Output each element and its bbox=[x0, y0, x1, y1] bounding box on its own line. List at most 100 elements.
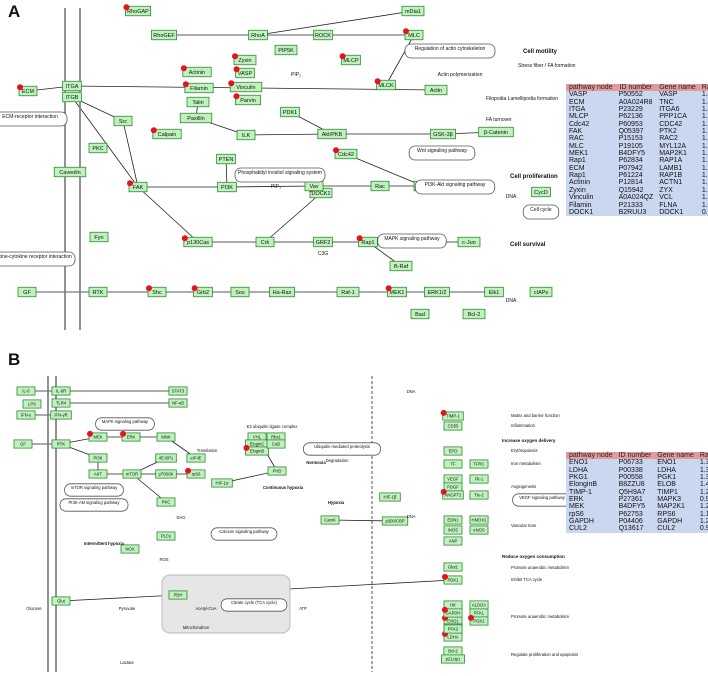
table-b-cell: TIMP-1 bbox=[566, 488, 616, 497]
b-node-pdgf: PDGF bbox=[443, 482, 463, 492]
b-node-hif-1: HIF-1β bbox=[379, 492, 401, 502]
table-b-cell: B4DFY5 bbox=[615, 503, 655, 511]
edge bbox=[345, 153, 424, 187]
table-b-header-2: Gene name bbox=[654, 452, 697, 460]
a-node-gsk-3: GSK-3β bbox=[430, 128, 456, 140]
label-cell-cycle-box bbox=[522, 204, 560, 220]
table-b-cell: ENO1 bbox=[654, 459, 697, 467]
svg-text:4E-BP1: 4E-BP1 bbox=[159, 455, 174, 460]
label-dna-a1: DNA bbox=[506, 194, 517, 200]
label-pi3k-akt-box bbox=[414, 179, 496, 195]
label-b-dag: DAG bbox=[176, 515, 185, 520]
table-b-cell: 0.95 bbox=[696, 525, 708, 533]
b-node-p300-cbp: p300/CBP bbox=[381, 516, 409, 526]
b-node-angpt2: ANGPT2 bbox=[440, 488, 464, 500]
label-pi3k-akt: PI3K-Akt signaling pathway bbox=[425, 182, 486, 188]
label-b-atp: ATP bbox=[299, 606, 307, 611]
label-pip3: PIP₃ bbox=[271, 184, 281, 190]
b-node-rps6: rpS6 bbox=[185, 467, 206, 479]
panel-a-label: A bbox=[8, 2, 21, 21]
svg-text:Bcl-2: Bcl-2 bbox=[468, 312, 481, 318]
svg-text:Cul2: Cul2 bbox=[272, 441, 281, 446]
svg-text:p300/CBP: p300/CBP bbox=[385, 518, 404, 523]
table-b-cell: P06733 bbox=[615, 459, 655, 467]
table-b-cell: PGK1 bbox=[654, 474, 697, 482]
b-node-stat3: STAT3 bbox=[168, 386, 188, 396]
table-b-cell: ENO1 bbox=[566, 459, 616, 467]
table-b-cell: P62753 bbox=[615, 510, 655, 519]
label-b-mitochondrion: Mitochondrion bbox=[183, 625, 210, 630]
table-a-cell: VASP bbox=[656, 91, 699, 99]
svg-text:HIF-1β: HIF-1β bbox=[384, 494, 397, 499]
label-cell-survival: Cell survival bbox=[510, 242, 546, 248]
label-b-pi3k-akt-box bbox=[59, 498, 129, 512]
svg-text:Parvin: Parvin bbox=[240, 98, 256, 104]
edge bbox=[137, 186, 199, 243]
svg-text:ILK: ILK bbox=[242, 133, 251, 139]
expression-marker bbox=[440, 488, 447, 495]
edge bbox=[385, 34, 415, 86]
svg-text:TFRC: TFRC bbox=[473, 461, 484, 466]
b-node-mnk: MNK bbox=[156, 432, 176, 442]
a-node-ha-ras: Ha-Ras bbox=[269, 286, 295, 298]
svg-text:LPS: LPS bbox=[28, 401, 36, 406]
svg-text:VASP: VASP bbox=[238, 71, 253, 77]
b-node-tlr4: TLR4 bbox=[51, 398, 71, 408]
b-node-pdh: PDH bbox=[168, 590, 188, 600]
table-a-cell: DOCK1 bbox=[566, 208, 616, 217]
b-node-inos: iNOS bbox=[443, 525, 463, 535]
table-b-cell: Q5H9A7 bbox=[615, 488, 655, 497]
svg-text:GSK-3β: GSK-3β bbox=[433, 132, 453, 138]
svg-text:Vinculin: Vinculin bbox=[236, 85, 255, 91]
table-a-cell: Rap1 bbox=[566, 172, 616, 180]
label-mapk: MAPK signaling pathway bbox=[384, 236, 440, 242]
svg-text:Glut: Glut bbox=[57, 598, 66, 603]
table-a-cell: PTK2 bbox=[656, 128, 699, 136]
a-node-rhoa: RhoA bbox=[248, 29, 268, 41]
label-wnt: Wnt signaling pathway bbox=[417, 148, 468, 154]
svg-text:Src: Src bbox=[119, 119, 128, 125]
b-node-cul2: Cul2 bbox=[266, 439, 286, 449]
svg-text:PKC: PKC bbox=[92, 146, 103, 152]
label-b-mtor: mTOR signaling pathway bbox=[71, 485, 119, 490]
a-node-erk1-2: ERK1/2 bbox=[424, 286, 450, 298]
svg-text:PDGF: PDGF bbox=[447, 484, 459, 489]
svg-text:PKC: PKC bbox=[162, 499, 171, 504]
svg-text:PGK1: PGK1 bbox=[473, 618, 485, 623]
svg-text:LDHA: LDHA bbox=[447, 634, 458, 639]
table-b-cell: 1.33 bbox=[696, 466, 708, 475]
a-node-pdk1: PDK1 bbox=[280, 106, 300, 118]
table-a-cell: MYL12A bbox=[656, 142, 699, 151]
table-a-cell: P19105 bbox=[615, 142, 657, 151]
a-node-mlc: MLC bbox=[403, 28, 424, 41]
table-b-cell: 1.19 bbox=[696, 510, 708, 519]
label-b-inflammation: Inflammation bbox=[511, 423, 536, 428]
table-a-cell: P50552 bbox=[615, 91, 657, 99]
label-cell-proliferation: Cell proliferation bbox=[510, 174, 558, 180]
table-a-cell: ECM bbox=[566, 98, 616, 107]
expression-marker bbox=[17, 84, 23, 91]
table-a-cell: ZYX bbox=[656, 186, 699, 195]
svg-text:B-Raf: B-Raf bbox=[394, 264, 409, 270]
svg-text:Akt/PKB: Akt/PKB bbox=[322, 132, 343, 138]
table-a-cell: 1.15 bbox=[698, 172, 708, 180]
label-fa-turnover: FA turnover bbox=[486, 117, 512, 123]
expression-marker bbox=[403, 28, 409, 35]
a-node-crk: Crk bbox=[255, 236, 275, 248]
b-node-epo: EPO bbox=[443, 446, 463, 456]
a-node-bad: Bad bbox=[410, 308, 430, 320]
b-node-cd55: CD55 bbox=[443, 421, 463, 431]
table-b-cell: P00338 bbox=[615, 466, 655, 475]
label-b-regulate-proliferation: Regulate proliferation and apoptosis bbox=[511, 652, 578, 657]
svg-text:CamK: CamK bbox=[324, 517, 336, 522]
b-node-flt-1: Flt-1 bbox=[469, 474, 489, 484]
table-a-header-0: pathway node bbox=[566, 84, 616, 92]
